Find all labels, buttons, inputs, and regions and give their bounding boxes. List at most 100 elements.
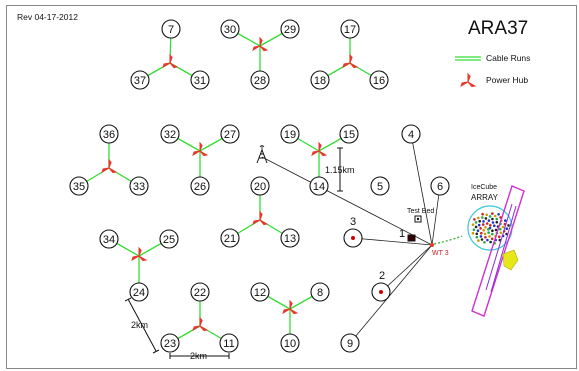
map-border bbox=[6, 5, 577, 369]
icecube-string bbox=[479, 235, 483, 238]
cable-link bbox=[433, 235, 463, 245]
long-cables bbox=[261, 133, 441, 344]
station-4: 4 bbox=[401, 124, 421, 144]
station-dot bbox=[351, 236, 355, 240]
station-20: 20 bbox=[250, 176, 270, 196]
icecube-string bbox=[493, 214, 497, 218]
station-label: 36 bbox=[103, 129, 115, 141]
icecube-string bbox=[483, 241, 486, 244]
cable-line bbox=[349, 244, 433, 344]
cable-line bbox=[410, 133, 433, 246]
icecube-string bbox=[484, 236, 487, 239]
test-bed-label: Test Bed bbox=[407, 208, 434, 215]
station-11: 11 bbox=[219, 333, 239, 353]
icecube-string bbox=[477, 239, 480, 242]
wt3-label: WT 3 bbox=[432, 250, 449, 257]
icecube-string bbox=[501, 225, 505, 229]
station-label: 5 bbox=[377, 181, 383, 193]
station-label: 31 bbox=[194, 75, 206, 87]
icecube-string bbox=[477, 216, 480, 220]
scale-label: 2km bbox=[190, 351, 207, 361]
station-5: 5 bbox=[370, 176, 390, 196]
icecube-string bbox=[504, 219, 507, 222]
station-31: 31 bbox=[190, 70, 210, 90]
icecube-string bbox=[491, 212, 494, 215]
legend-cable-runs-label: Cable Runs bbox=[486, 53, 531, 63]
misc-markings: 3 21 WT 3 Test Bed 1.15km 2km 2km bbox=[124, 145, 449, 361]
power-hub-icon bbox=[101, 158, 118, 174]
icecube-string bbox=[488, 235, 491, 238]
cable-line bbox=[431, 185, 441, 246]
icecube-string bbox=[487, 228, 490, 231]
station-30: 30 bbox=[220, 19, 240, 39]
station-34: 34 bbox=[99, 229, 119, 249]
icecube-string bbox=[482, 220, 485, 223]
icecube-string bbox=[471, 223, 475, 226]
icecube-string bbox=[495, 220, 499, 224]
tower-icon bbox=[256, 145, 268, 164]
station-36: 36 bbox=[99, 124, 119, 144]
icecube-string bbox=[479, 227, 482, 230]
station-8: 8 bbox=[310, 282, 330, 302]
station-27: 27 bbox=[220, 124, 240, 144]
station-6: 6 bbox=[430, 176, 450, 196]
station-label: 21 bbox=[224, 233, 236, 245]
station-1-marker bbox=[407, 234, 416, 242]
station-10: 10 bbox=[280, 333, 300, 353]
station-32: 32 bbox=[160, 124, 180, 144]
station-label: 29 bbox=[284, 24, 296, 36]
station-label: 4 bbox=[408, 129, 414, 141]
station-label: 23 bbox=[164, 338, 176, 350]
station-label: 15 bbox=[343, 129, 355, 141]
station-14: 14 bbox=[309, 176, 329, 196]
station-label: 13 bbox=[284, 233, 296, 245]
runway-outline bbox=[471, 185, 525, 317]
icecube-string bbox=[480, 231, 483, 235]
icecube-string bbox=[487, 219, 491, 222]
station-label: 8 bbox=[317, 287, 323, 299]
station-25: 25 bbox=[159, 229, 179, 249]
station-label: 9 bbox=[347, 338, 353, 350]
icecube-string bbox=[480, 238, 484, 241]
scale-label: 1.15km bbox=[325, 165, 355, 175]
station-label: 20 bbox=[254, 181, 266, 193]
station-12: 12 bbox=[250, 282, 270, 302]
power-hub-icon bbox=[162, 53, 179, 69]
revision-label: Rev 04-17-2012 bbox=[17, 12, 78, 22]
icecube-string bbox=[489, 224, 492, 227]
legend-power-hub-label: Power Hub bbox=[486, 75, 529, 85]
runway-line bbox=[485, 203, 513, 291]
icecube-string bbox=[498, 235, 501, 238]
station-35: 35 bbox=[69, 176, 89, 196]
icecube-string bbox=[477, 223, 481, 227]
station-15: 15 bbox=[339, 124, 359, 144]
station-label: 33 bbox=[133, 181, 145, 193]
icecube-string bbox=[491, 229, 494, 232]
icecube-label: ARRAY bbox=[471, 193, 499, 202]
station-33: 33 bbox=[129, 176, 149, 196]
station-21: 21 bbox=[220, 228, 240, 248]
cable-line bbox=[261, 156, 433, 246]
station-label: 11 bbox=[223, 338, 234, 350]
icecube-string bbox=[495, 217, 499, 221]
power-hub-icon bbox=[252, 36, 269, 52]
icecube-string bbox=[484, 226, 487, 229]
station-23: 23 bbox=[160, 333, 180, 353]
icecube-string bbox=[493, 224, 496, 227]
wt3-marker bbox=[430, 243, 434, 247]
icecube-string bbox=[491, 232, 494, 236]
station-label: 6 bbox=[437, 181, 443, 193]
icecube-string bbox=[481, 216, 484, 219]
station-label: 26 bbox=[194, 181, 206, 193]
station-number: 3 bbox=[350, 216, 356, 228]
scale-label: 2km bbox=[131, 320, 148, 330]
station-label: 17 bbox=[344, 24, 356, 36]
power-hubs bbox=[101, 36, 477, 332]
icecube-string bbox=[488, 215, 492, 218]
icecube-string bbox=[491, 221, 495, 224]
station-26: 26 bbox=[190, 176, 210, 196]
icecube-string bbox=[471, 231, 475, 235]
station-label: 24 bbox=[133, 287, 145, 299]
